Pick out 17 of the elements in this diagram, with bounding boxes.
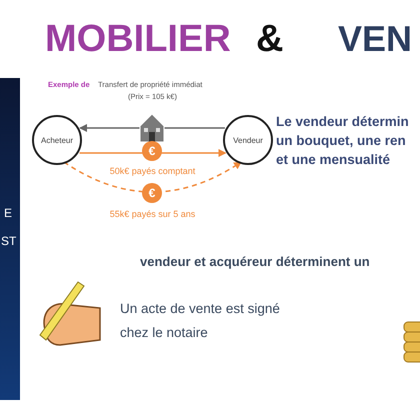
title-text: VEN — [338, 18, 412, 60]
description-text: Le vendeur détermin un bouquet, une ren et une mensualité — [276, 113, 410, 169]
title-text: & — [256, 18, 284, 61]
euro-sign: € — [142, 183, 162, 203]
description-text: Un acte de vente est signé chez le notaire — [120, 300, 281, 342]
arrow — [64, 161, 242, 193]
party-circle: Vendeur — [223, 115, 273, 165]
edge-label: 55k€ payés sur 5 ans — [108, 209, 198, 219]
panel-text: ST — [1, 234, 16, 248]
euro-sign: € — [142, 141, 162, 161]
title-text: MOBILIER — [45, 18, 231, 61]
party-circle: Acheteur — [32, 115, 82, 165]
edge-label: 50k€ payés comptant — [108, 166, 198, 176]
arrow — [79, 124, 225, 132]
panel-text: E — [4, 206, 12, 220]
description-text: vendeur et acquéreur déterminent un — [140, 254, 370, 269]
arrow — [80, 149, 226, 157]
